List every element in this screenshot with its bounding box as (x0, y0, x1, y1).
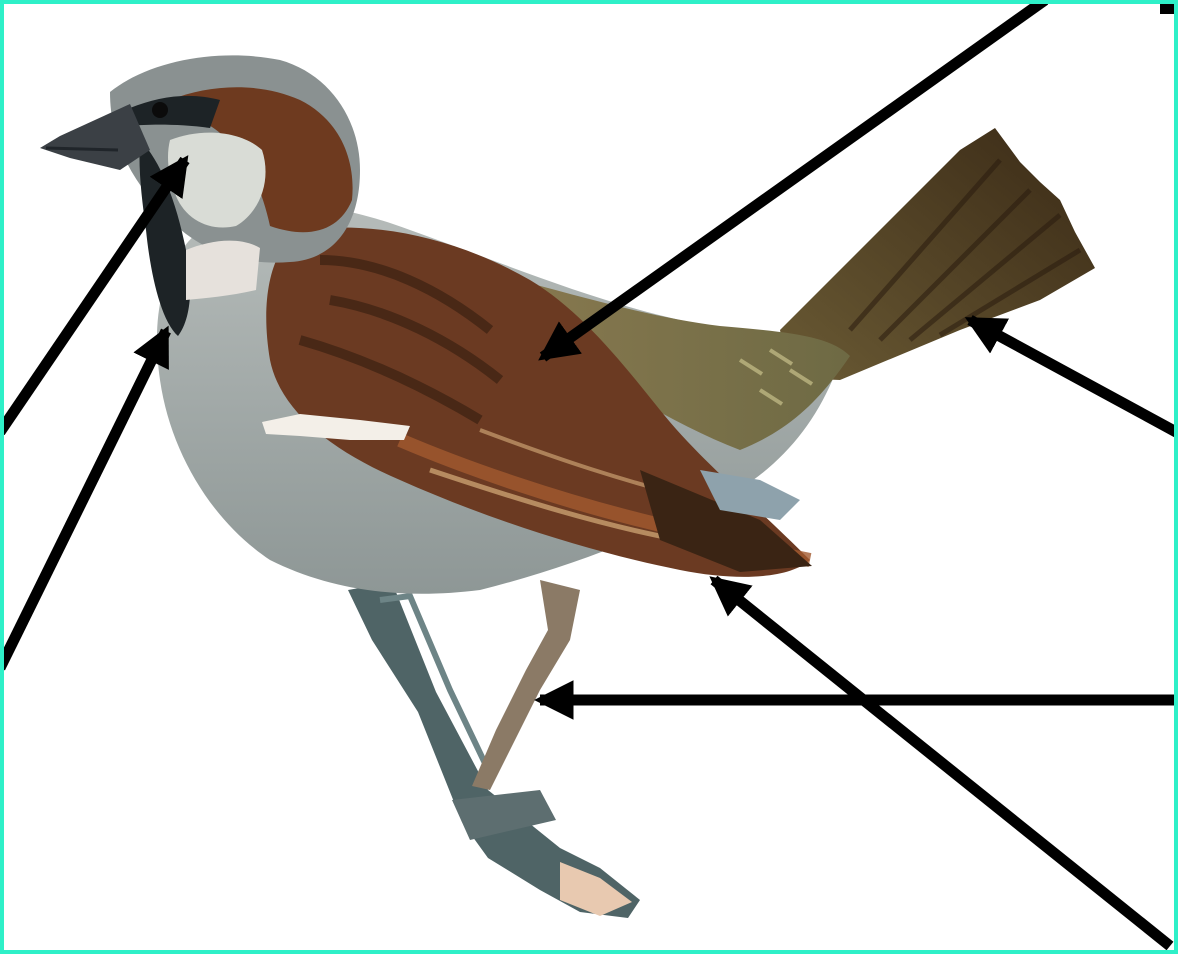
beak (40, 104, 150, 170)
arrow-tail (970, 320, 1178, 433)
sparrow-illustration (40, 55, 1095, 918)
arrow-cheek (0, 160, 185, 432)
arrow-wing (714, 580, 1170, 946)
eye (152, 102, 168, 118)
arrow-throat (0, 331, 166, 668)
cropped-label-mark (1160, 0, 1178, 14)
leg (472, 580, 580, 790)
